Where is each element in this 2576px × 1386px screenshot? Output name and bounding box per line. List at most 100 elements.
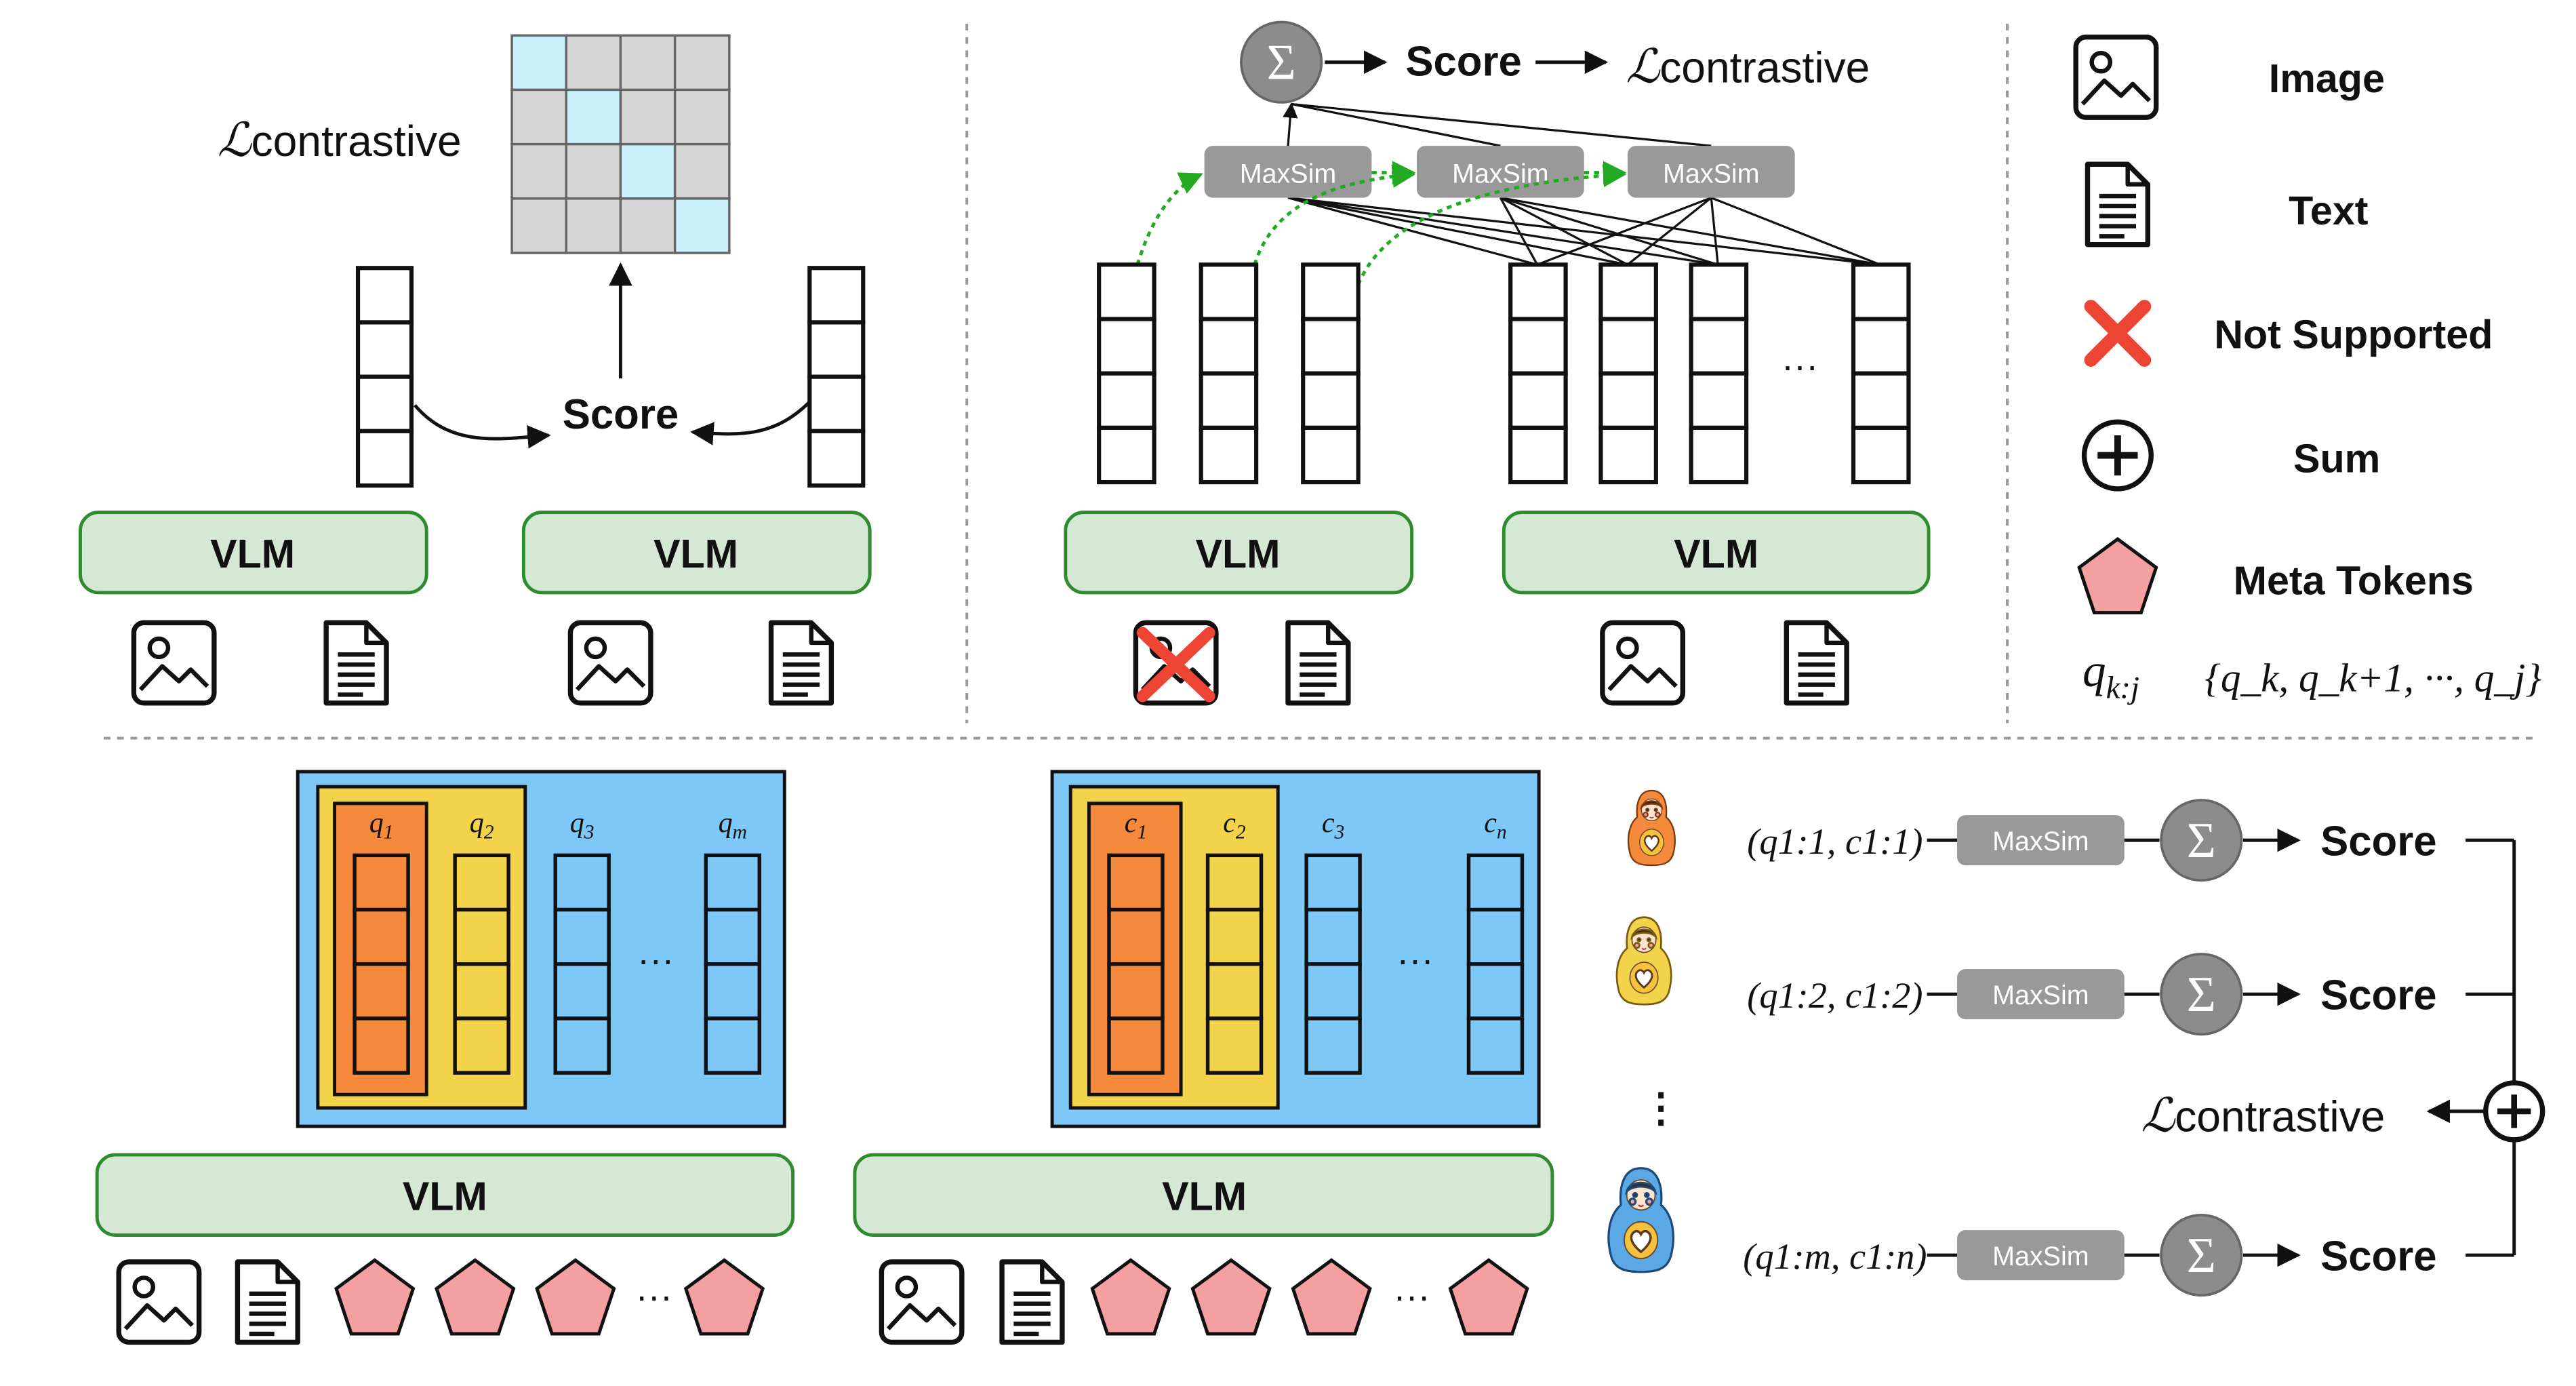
matrix-cell xyxy=(565,88,622,146)
plus-circle-icon xyxy=(2081,419,2154,492)
vector-cell xyxy=(1107,1016,1165,1075)
vector-cell xyxy=(1301,371,1361,430)
matrix-cell xyxy=(673,197,731,254)
interaction-line xyxy=(1710,197,1881,266)
text-icon xyxy=(1786,622,1847,702)
token-vector xyxy=(355,266,414,488)
matrix-cell xyxy=(510,88,567,146)
sigma-symbol: Σ xyxy=(2187,967,2216,1023)
svg-text:VLM: VLM xyxy=(1195,531,1280,576)
token-label: cn xyxy=(1484,808,1506,844)
vector-cell xyxy=(1851,425,1911,485)
arrow-left-to-score xyxy=(414,403,551,449)
interaction-line xyxy=(1287,197,1880,266)
token-label: q3 xyxy=(570,808,595,844)
red-x-icon xyxy=(2084,300,2152,367)
vector-cell xyxy=(1466,907,1525,966)
meta-token-icon xyxy=(1293,1260,1370,1334)
vector-cell xyxy=(704,1016,761,1075)
score-label: Score xyxy=(2320,972,2436,1018)
interaction-line xyxy=(1500,197,1880,266)
meta-token-icon xyxy=(686,1260,763,1334)
doll-yellow-icon xyxy=(1615,916,1672,1006)
matrix-cell xyxy=(510,34,567,92)
score-label: Score xyxy=(2320,1233,2436,1280)
token-label: c2 xyxy=(1223,808,1246,844)
legend-range-set: {q_k, q_k+1, ···, q_j} xyxy=(2205,656,2541,700)
svg-text:VLM: VLM xyxy=(210,531,295,576)
vector-cell xyxy=(807,374,866,433)
vlm-block-b1: VLM xyxy=(1064,511,1414,595)
vertical-ellipsis: ⋮ xyxy=(1641,1085,1681,1130)
pentagon-icon xyxy=(2079,539,2156,613)
vector-cell xyxy=(1107,853,1165,912)
maxsim-label: MaxSim xyxy=(1992,827,2089,856)
vector-cell xyxy=(453,853,510,912)
vector-cell xyxy=(1304,1016,1362,1075)
vector-cell xyxy=(353,962,410,1021)
vector-cell xyxy=(1097,371,1156,430)
matrix-cell xyxy=(565,197,622,254)
token-vector xyxy=(807,266,866,488)
maxsim-label: MaxSim xyxy=(1992,981,2089,1010)
matrix-cell xyxy=(565,34,622,92)
vector-cell xyxy=(1301,262,1361,321)
vector-cell xyxy=(353,907,410,966)
vlm-block-c2: VLM xyxy=(853,1153,1554,1237)
interaction-line xyxy=(1499,197,1539,266)
vector-cell xyxy=(1508,262,1568,321)
sum-node xyxy=(2160,799,2243,882)
image-icon xyxy=(134,622,214,702)
matrix-cell xyxy=(619,88,677,146)
matrix-cell xyxy=(673,34,731,92)
sigma-symbol: Σ xyxy=(2187,1228,2216,1284)
legend: Image Text Not Supported Sum Meta Tokens… xyxy=(2076,37,2541,705)
vector-cell xyxy=(1508,317,1568,376)
vector-cell xyxy=(807,320,866,379)
score-label-b: Score xyxy=(1405,38,1521,85)
svg-text:MaxSim: MaxSim xyxy=(1663,159,1760,189)
meta-token-icon xyxy=(1192,1260,1270,1334)
interaction-line xyxy=(1500,197,1628,266)
loss-label-c: ℒcontrastive xyxy=(2141,1089,2385,1141)
vlm-block-c1: VLM xyxy=(95,1153,795,1237)
image-icon xyxy=(2076,37,2156,117)
query-vectors-b xyxy=(1097,262,1361,485)
legend-sum-label: Sum xyxy=(2293,435,2380,481)
token-label: q2 xyxy=(470,808,494,844)
panel-multi-vector: Σ Score ℒcontrastive MaxSim MaxSim MaxSi… xyxy=(1064,20,1931,703)
matrix-cell xyxy=(673,88,731,146)
svg-text:MaxSim: MaxSim xyxy=(1452,159,1549,189)
meta-token-icon xyxy=(537,1260,614,1334)
token-vector xyxy=(353,853,410,1075)
matrix-cell xyxy=(510,142,567,200)
vector-cell xyxy=(807,266,866,325)
meta-token-icon xyxy=(1450,1260,1527,1334)
maxsim-label: MaxSim xyxy=(1992,1242,2089,1271)
meta-token-icon xyxy=(336,1260,414,1334)
sum-node xyxy=(2160,1214,2243,1297)
maxsim-to-sum-line xyxy=(1283,102,1298,146)
pair-label: (q1:m, c1:n) xyxy=(1743,1236,1927,1277)
text-icon xyxy=(237,1262,298,1342)
text-icon xyxy=(1288,622,1348,702)
image-icon xyxy=(1603,622,1683,702)
token-vector xyxy=(1508,262,1568,485)
maxsim-box xyxy=(1957,815,2125,866)
ellipsis-b: ··· xyxy=(1782,345,1818,387)
token-vector xyxy=(453,853,510,1075)
vector-cell xyxy=(1598,262,1658,321)
vector-cell xyxy=(453,907,510,966)
vector-cell xyxy=(1199,262,1259,321)
token-vector xyxy=(1199,262,1259,485)
vector-cell xyxy=(807,429,866,488)
vector-cell xyxy=(1301,425,1361,485)
pair-label: (q1:1, c1:1) xyxy=(1747,821,1923,862)
token-vector xyxy=(1097,262,1156,485)
vector-cell xyxy=(1689,262,1749,321)
token-vector xyxy=(1301,262,1361,485)
vector-cell xyxy=(1205,962,1264,1021)
